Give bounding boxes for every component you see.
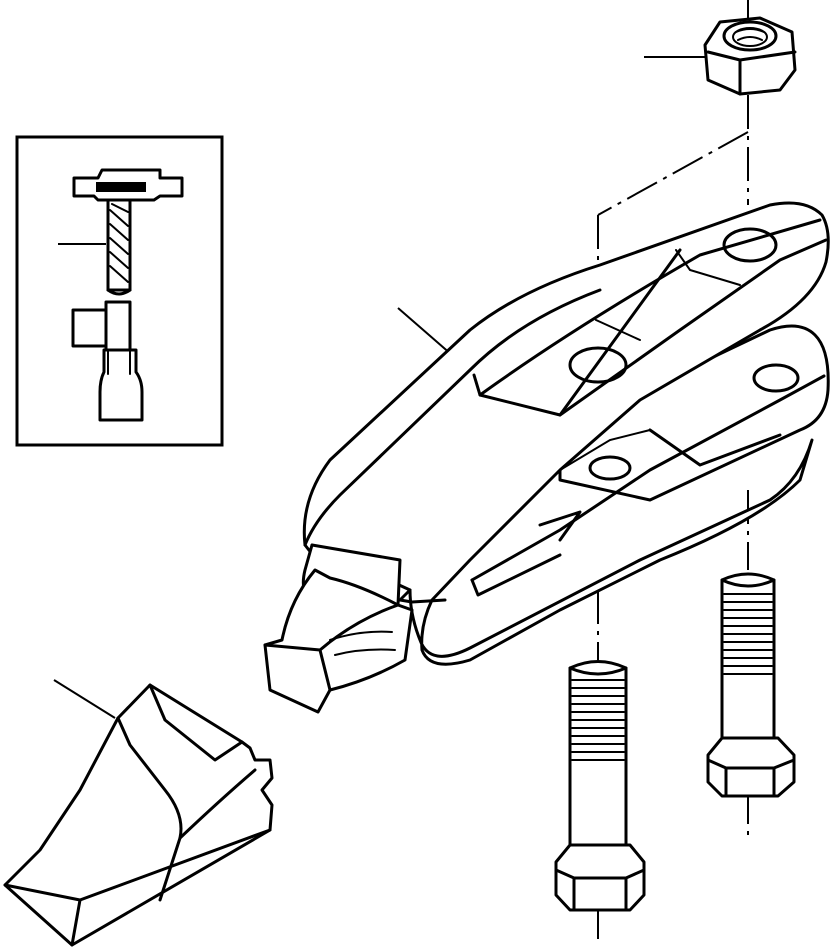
tooth-leader-line	[53, 679, 116, 719]
hex-bolt-icon	[706, 572, 796, 798]
pin-and-punch-icon	[58, 168, 184, 422]
tooth-adapter-icon	[263, 201, 830, 714]
adapter-leader-line	[397, 307, 453, 356]
tooth-point-icon	[3, 679, 274, 947]
hex-bolt-icon	[554, 660, 646, 912]
pin-detail-inset	[15, 135, 224, 447]
nut-offset-line	[597, 131, 749, 216]
hex-nut-icon	[644, 0, 797, 96]
